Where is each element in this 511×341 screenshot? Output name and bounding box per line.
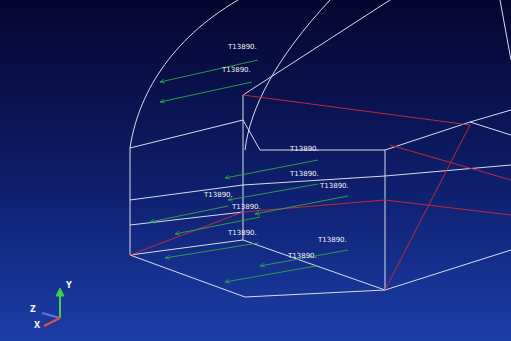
red-edges [130,95,511,290]
load-value: T13890. [204,191,233,199]
axis-triad [42,288,64,326]
load-value: T13890. [318,236,347,244]
load-value: T13890. [228,229,257,237]
axis-label: Z [30,306,36,314]
wire-edges [130,0,511,297]
load-value: T13890. [228,43,257,51]
load-value: T13890. [290,170,319,178]
load-value: T13890. [320,182,349,190]
load-value: T13890. [288,252,317,260]
load-arrows [150,60,348,282]
axis-label: Y [66,282,72,290]
load-value: T13890. [222,66,251,74]
load-value: T13890. [232,203,261,211]
load-value: T13890. [290,145,319,153]
axis-label: X [34,322,40,330]
